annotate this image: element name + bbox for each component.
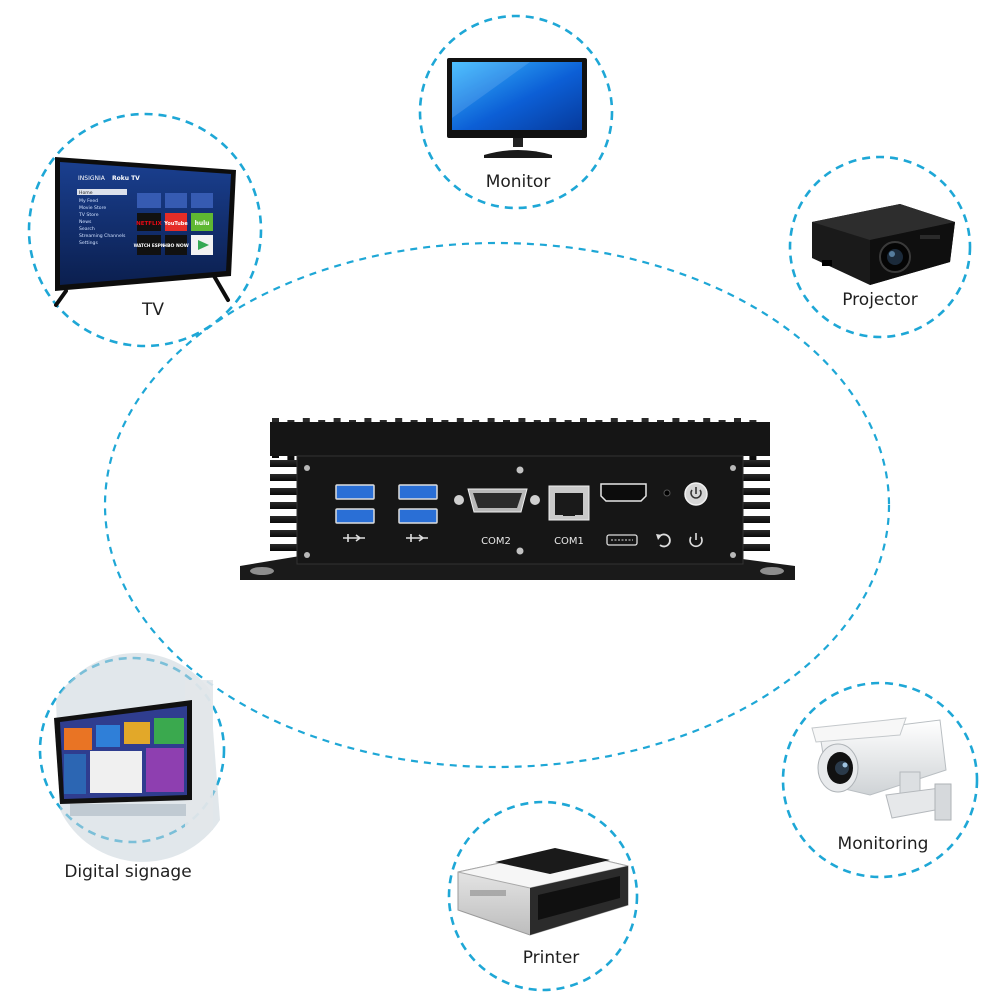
projector-label: Projector <box>842 290 918 310</box>
hdmi-port-icon <box>600 483 647 546</box>
tv-menu-item: News <box>79 219 92 225</box>
central-dashed-ellipse <box>103 241 891 769</box>
fanless-mini-pc-icon: COM2 COM1 <box>240 418 795 580</box>
ethernet-port-icon <box>548 485 590 521</box>
tv-tile-espn <box>137 235 161 255</box>
tv-menu-item: Search <box>79 226 95 232</box>
printer-label: Printer <box>522 948 580 968</box>
tv-tile-hulu <box>191 213 213 231</box>
power-button-icon <box>684 482 708 548</box>
tv-menu-item: Home <box>79 190 93 196</box>
usb3-port-icon <box>335 484 438 542</box>
tv-icon: INSIGNIA Roku TV Home My Feed Movie Stor… <box>54 157 236 307</box>
printer-icon <box>457 848 629 936</box>
monitor-icon <box>447 58 587 158</box>
rs232-port-icon <box>454 488 540 513</box>
tv-menu-item: Streaming Channels <box>79 233 126 239</box>
tv-tile-netflix <box>137 213 161 231</box>
digital-signage-icon <box>54 652 220 862</box>
tv-tile-hbo <box>165 235 187 255</box>
com1-label: COM1 <box>554 536 584 547</box>
tv-menu-item: Settings <box>79 240 98 246</box>
tv-brand: INSIGNIA <box>78 175 106 182</box>
digital-signage-label: Digital signage <box>64 862 192 882</box>
tv-menu-item: My Feed <box>79 198 98 204</box>
monitor-label: Monitor <box>485 172 551 192</box>
tv-tile-label: NETFLIX <box>136 221 162 227</box>
tv-menu-item: TV Store <box>78 212 99 218</box>
tv-tile-label: HBO NOW <box>163 243 189 249</box>
security-camera-icon <box>811 717 952 821</box>
monitoring-label: Monitoring <box>837 834 929 854</box>
projector-icon <box>812 204 955 285</box>
tv-tile-label: YouTube <box>163 221 188 227</box>
com2-label: COM2 <box>481 536 511 547</box>
tv-label: TV <box>141 300 165 320</box>
tv-tile-label: WATCH ESPN <box>134 243 165 248</box>
tv-tile-youtube <box>165 213 187 231</box>
reset-icon <box>656 533 671 548</box>
tv-menu-item: Movie Store <box>79 205 106 211</box>
tv-tile-label: hulu <box>195 220 210 227</box>
tv-os: Roku TV <box>112 175 140 182</box>
